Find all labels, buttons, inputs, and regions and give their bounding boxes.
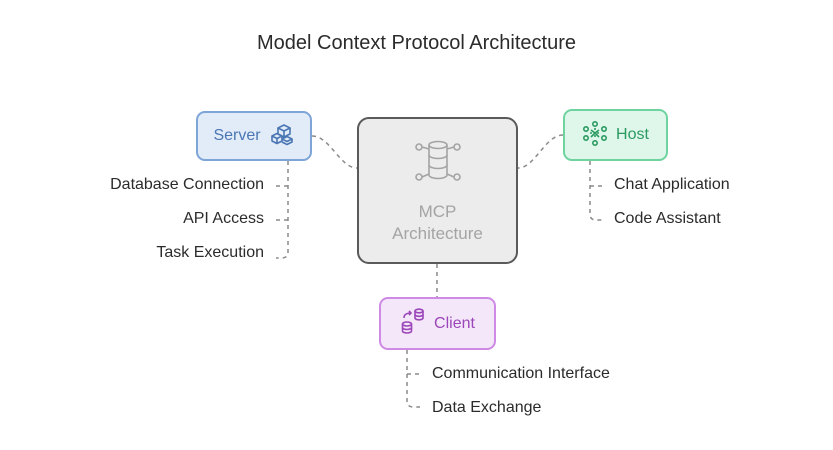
host-node: Host [563, 109, 668, 161]
host-item-code-assistant: Code Assistant [614, 210, 721, 227]
client-item-data-exchange: Data Exchange [432, 399, 542, 416]
server-item-api-access: API Access [183, 210, 264, 227]
server-items-connector [276, 161, 289, 259]
host-item-chat-application: Chat Application [614, 176, 730, 193]
server-item-task-execution: Task Execution [156, 244, 264, 261]
client-item-communication-interface: Communication Interface [432, 365, 610, 382]
client-label: Client [434, 314, 475, 332]
host-label: Host [616, 126, 649, 143]
server-center-connector [311, 135, 358, 169]
server-label: Server [213, 127, 261, 144]
diagram-title: Model Context Protocol Architecture [256, 32, 577, 54]
center-label-line2: Architecture [392, 223, 483, 243]
server-item-database-connection: Database Connection [110, 176, 264, 193]
server-node: Server [196, 111, 312, 161]
client-node: Client [379, 297, 496, 350]
host-items-connector [589, 161, 603, 221]
data-transfer-icon [400, 307, 426, 340]
mcp-architecture-node: MCP Architecture [357, 117, 518, 264]
center-label-line1: MCP [418, 201, 457, 221]
network-nodes-icon [582, 120, 608, 151]
database-network-icon [414, 137, 462, 193]
cubes-icon [269, 122, 295, 151]
client-items-connector [406, 350, 420, 408]
host-center-connector [517, 134, 564, 169]
